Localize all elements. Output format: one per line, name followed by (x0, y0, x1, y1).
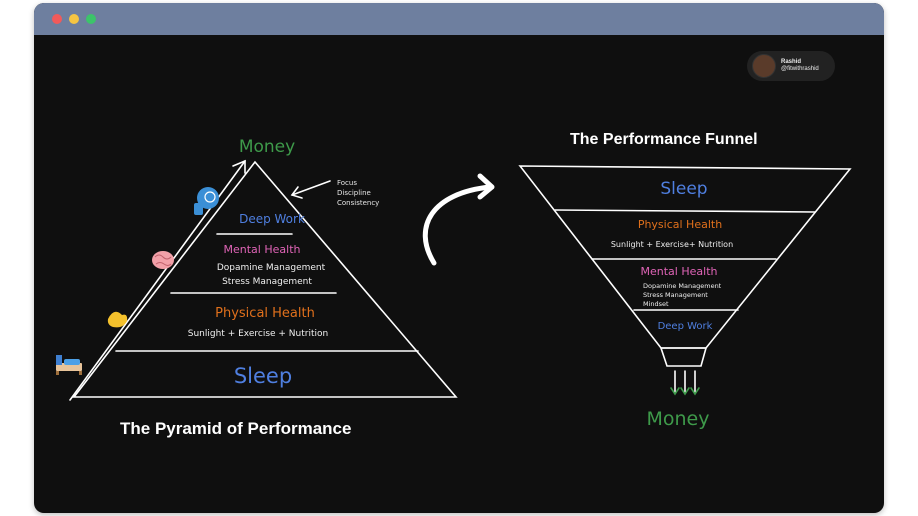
funnel-level-deep-work: Deep Work (658, 321, 713, 332)
pyramid-title: The Pyramid of Performance (120, 419, 351, 439)
diagram-svg: Money Focus Discipline Consistency Deep … (34, 35, 884, 513)
pyramid-level-detail: Stress Management (222, 277, 312, 287)
funnel-level-detail: Dopamine Management (643, 282, 722, 290)
funnel-level-detail: Sunlight + Exercise+ Nutrition (611, 240, 733, 249)
pyramid-level-detail: Sunlight + Exercise + Nutrition (188, 329, 328, 339)
author-badge[interactable]: Rashid @fitwithrashid (747, 51, 835, 81)
funnel-level-mental-health: Mental Health (641, 265, 718, 278)
maximize-button[interactable] (86, 14, 96, 24)
author-handle: @fitwithrashid (781, 66, 819, 73)
pyramid-level-mental-health: Mental Health (224, 243, 301, 256)
brain-head-icon (194, 187, 219, 215)
funnel-level-sleep: Sleep (660, 179, 707, 199)
funnel-bottom-label: Money (647, 408, 710, 430)
pyramid-level-deep-work: Deep Work (239, 212, 305, 226)
annotation-line: Discipline (337, 189, 371, 197)
brain-icon (152, 251, 174, 269)
funnel-divider (555, 210, 815, 212)
author-name: Rashid (781, 59, 819, 66)
pyramid-level-sleep: Sleep (234, 364, 292, 388)
pyramid-level-detail: Dopamine Management (217, 263, 326, 273)
pyramid-top-label: Money (239, 137, 295, 157)
author-info: Rashid @fitwithrashid (781, 59, 819, 73)
funnel-diagram (520, 166, 850, 394)
app-window: Money Focus Discipline Consistency Deep … (34, 3, 884, 513)
pyramid-level-physical-health: Physical Health (215, 306, 315, 321)
funnel-level-detail: Stress Management (643, 291, 708, 299)
title-bar (34, 3, 884, 35)
funnel-title: The Performance Funnel (570, 131, 758, 149)
funnel-level-physical-health: Physical Health (638, 218, 722, 231)
annotation-line: Focus (337, 179, 357, 187)
annotation-line: Consistency (337, 199, 379, 207)
avatar (752, 54, 776, 78)
funnel-level-detail: Mindset (643, 300, 669, 308)
close-button[interactable] (52, 14, 62, 24)
transition-arrow (425, 176, 492, 263)
funnel-spout (661, 348, 706, 366)
diagram-canvas: Money Focus Discipline Consistency Deep … (34, 35, 884, 513)
bed-icon (56, 355, 82, 375)
minimize-button[interactable] (69, 14, 79, 24)
